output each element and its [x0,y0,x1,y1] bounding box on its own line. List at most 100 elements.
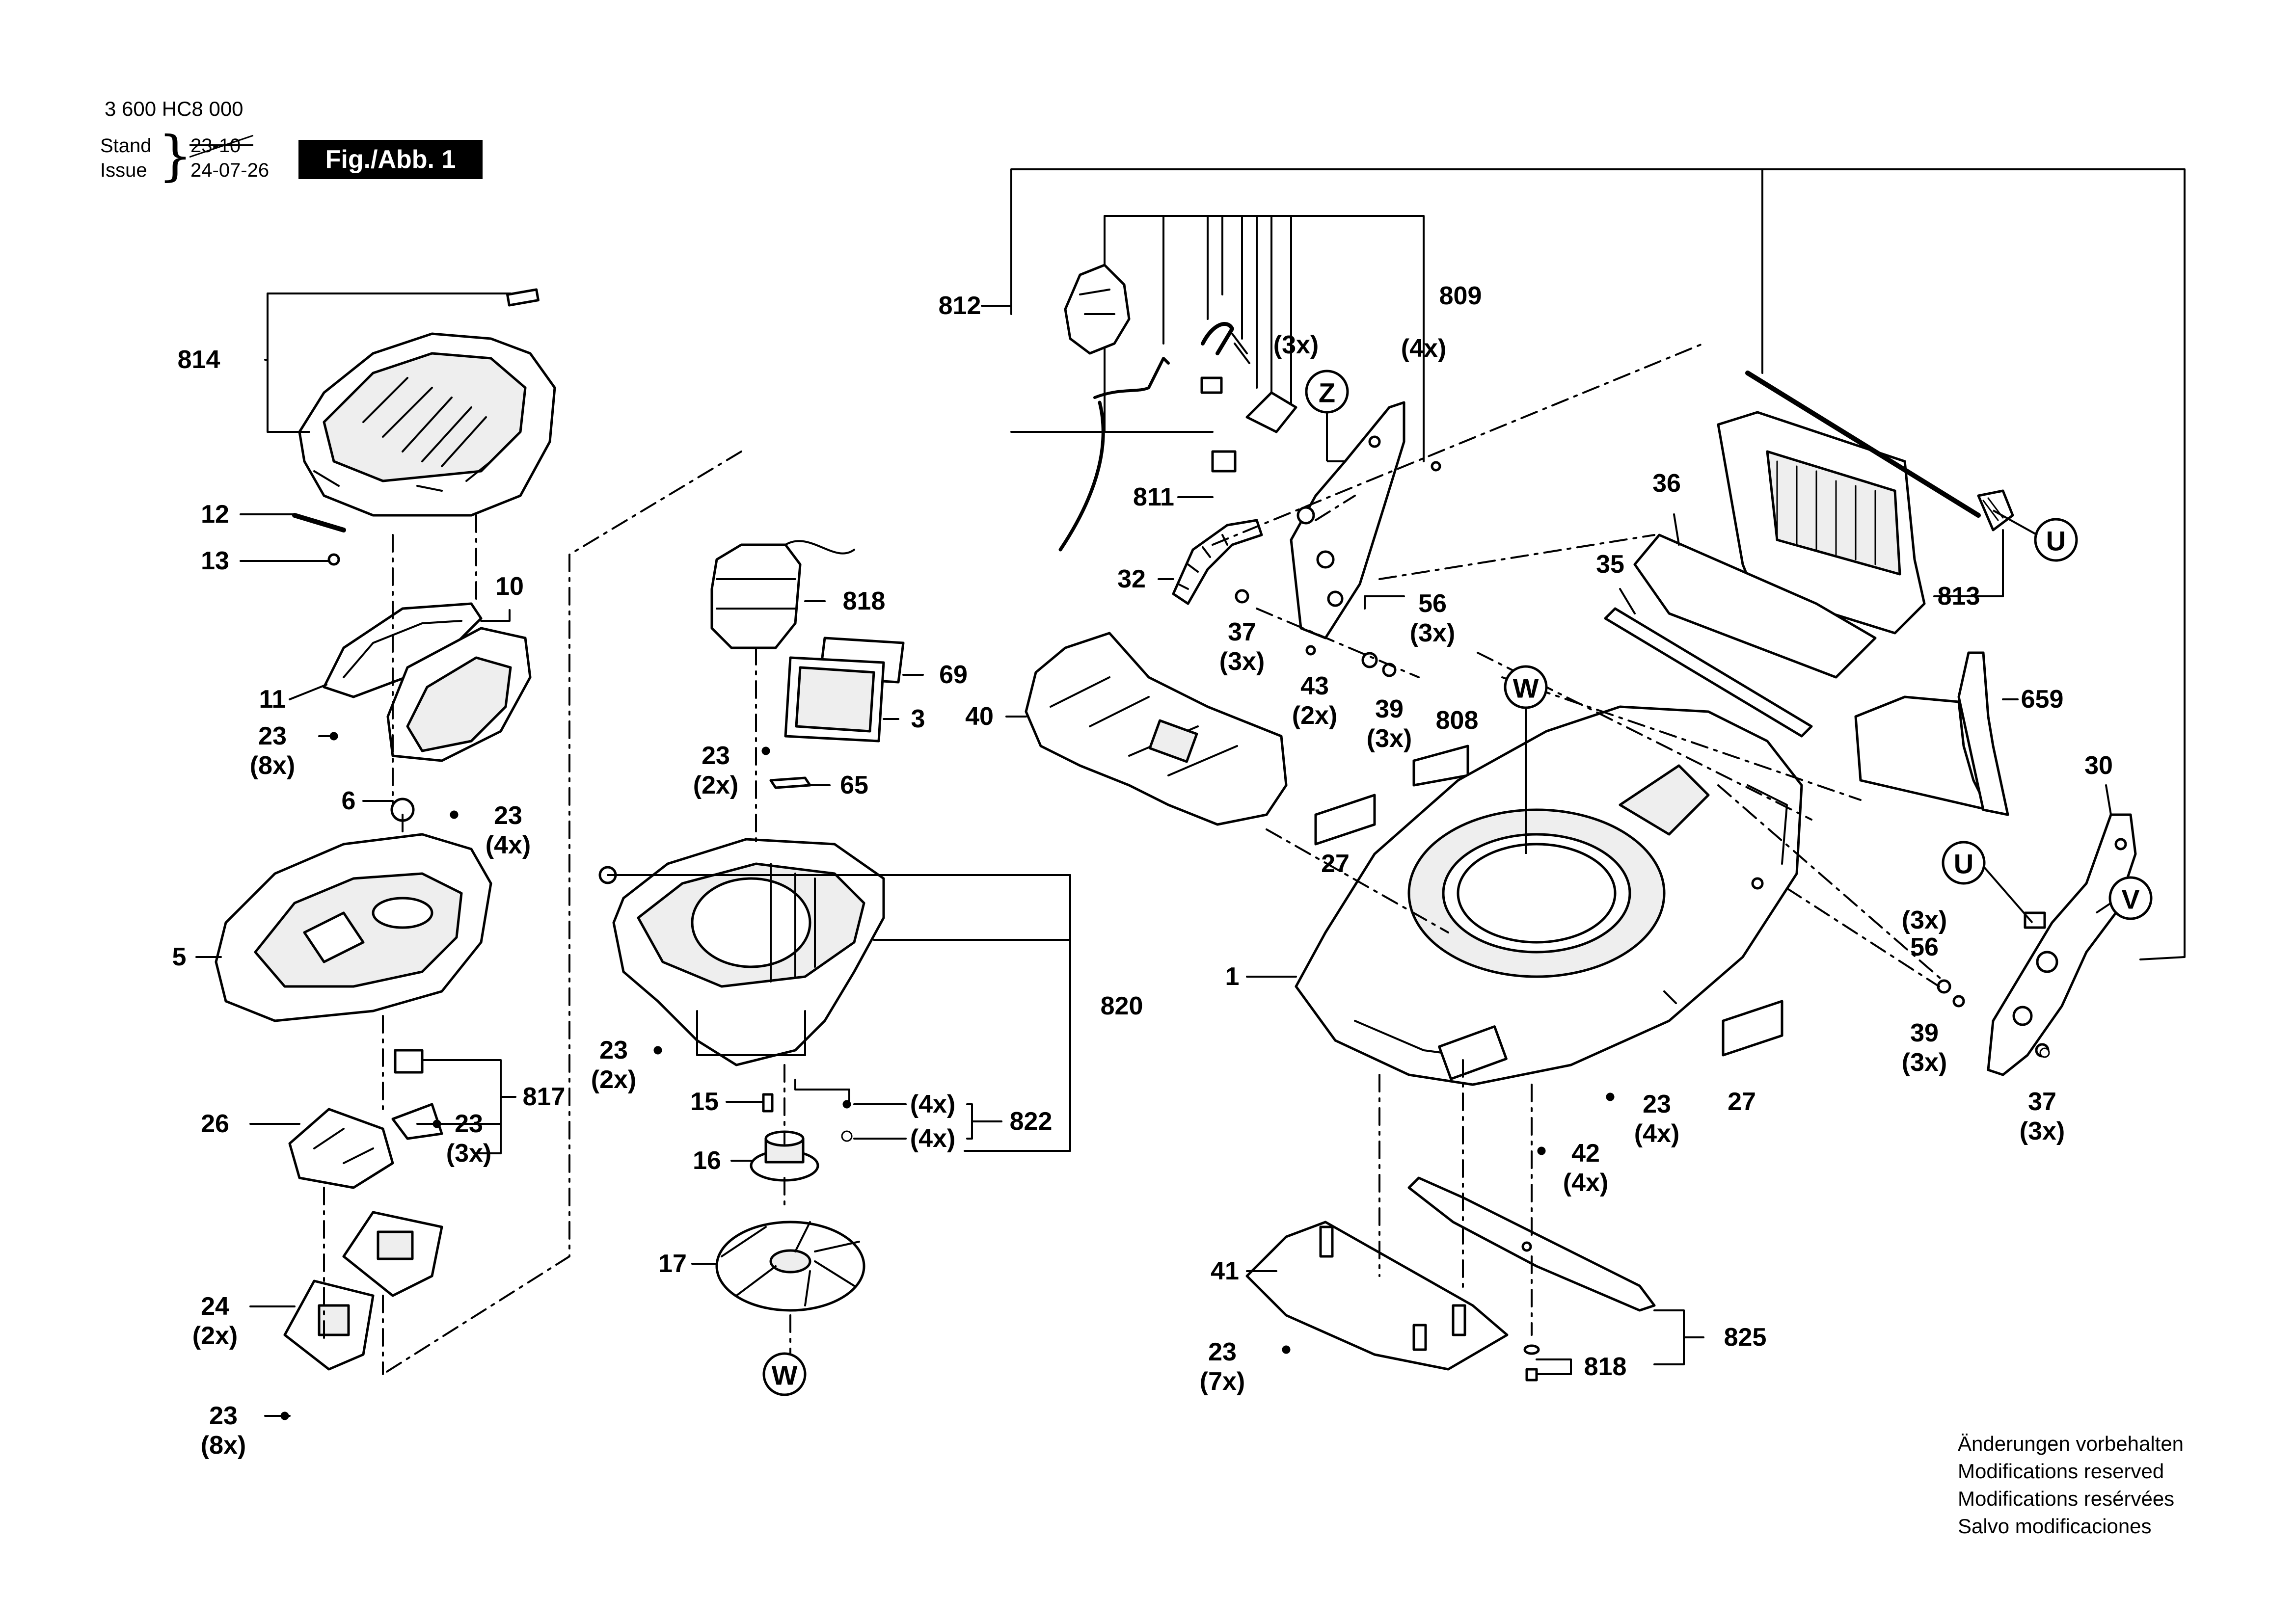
notice-line-es: Salvo modificaciones [1958,1515,2152,1538]
seal-65 [769,776,811,789]
motor-housing-820 [598,838,885,1066]
document-number: 3 600 HC8 000 [105,97,243,120]
marker-u-2: U [1954,849,1973,879]
callout-11: 11 [259,685,286,714]
callout-17: 17 [658,1250,687,1278]
callout-35: 35 [1596,550,1624,579]
deflector-36 [1633,533,1877,679]
motor-818 [710,540,855,649]
screw-washers [1235,461,1441,677]
leader-lines [195,293,2112,1417]
flap-659 [1854,651,2009,816]
callout-23-h: 23 [1208,1338,1237,1366]
callout-23-c: 23 [455,1110,483,1138]
callout-809-qty-b: (4x) [1401,334,1446,363]
callout-40: 40 [965,702,994,731]
marker-v-circle [2108,876,2153,920]
callout-26: 26 [201,1110,229,1138]
pin-15 [762,1093,774,1113]
callout-32: 32 [1117,565,1146,593]
callout-818: 818 [843,587,886,615]
callout-817: 817 [523,1083,566,1111]
callout-39-a: 39 [1375,695,1404,723]
callout-36: 36 [1652,469,1681,498]
fan-17 [715,1221,865,1312]
callout-822-qty-a: (4x) [910,1090,955,1118]
callout-811: 811 [1133,483,1174,511]
callout-23-d: 23 [209,1402,238,1430]
handle-bracket-809 [1245,391,1405,639]
grass-bag-frame-813 [1717,371,2014,635]
callout-23-b: 23 [494,801,522,830]
callout-6: 6 [342,787,356,815]
marker-w-2: W [772,1360,798,1391]
callout-23-e-qty: (2x) [693,771,738,799]
air-duct-40 [1025,632,1288,826]
callout-825: 825 [1724,1323,1767,1352]
callout-37-a-qty: (3x) [1219,647,1265,676]
brace-symbol: } [158,124,192,187]
stand-label: Stand [100,135,152,157]
callout-69: 69 [939,661,968,689]
callout-5: 5 [172,943,187,971]
figure-badge: Fig./Abb. 1 [298,140,483,179]
callout-809: 809 [1439,282,1482,310]
motor-housing-lower [215,798,492,1022]
modification-notice: Änderungen vorbehalten Modifications res… [1958,1430,2184,1540]
callout-812: 812 [939,292,981,320]
callout-24-qty: (2x) [192,1322,238,1350]
callout-65: 65 [840,771,868,799]
callout-813: 813 [1938,582,1980,611]
callout-37-a: 37 [1228,618,1256,646]
callout-16: 16 [693,1146,721,1175]
marker-z: Z [1319,377,1335,408]
callout-10: 10 [495,572,524,601]
callout-30: 30 [2084,751,2113,780]
filter-frame-3 [784,656,885,743]
switch-part-817 [391,1049,443,1140]
label-sticker-27 [1314,794,1783,1057]
issue-date: 24-07-26 [190,160,270,181]
right-guide-lines [1212,343,1945,1336]
cover-label-strip [292,513,346,566]
callout-42-qty: (4x) [1563,1169,1608,1197]
callout-23-f-qty: (2x) [591,1065,636,1094]
callout-814: 814 [178,346,220,374]
callout-39-b-qty: (3x) [1902,1048,1947,1077]
notice-line-de: Änderungen vorbehalten [1958,1432,2184,1455]
marker-u-circle-2 [1942,841,1986,885]
callout-12: 12 [201,500,229,529]
notice-line-fr: Modifications resérvées [1958,1487,2175,1510]
mower-deck-1 [1295,705,1803,1086]
callout-23-f: 23 [599,1036,628,1064]
callout-3: 3 [911,705,925,733]
marker-u: U [2046,526,2066,557]
gear-segment-32 [1172,519,1263,605]
callout-56-b: 56 [1910,933,1939,961]
callout-23-a-qty: (8x) [250,751,295,780]
mount-plate-24 [283,1279,375,1371]
screw-symbols [280,732,2050,1420]
callout-818-b: 818 [1584,1353,1627,1381]
callout-24: 24 [201,1292,229,1321]
handle-frame-line [1010,168,2186,960]
callout-39-b: 39 [1910,1019,1939,1047]
callout-23-e: 23 [702,742,730,770]
callout-27-a: 27 [1321,850,1350,878]
callout-37-b-qty: (3x) [2020,1117,2065,1145]
callout-23-a: 23 [258,722,287,750]
callout-808: 808 [1436,706,1479,735]
callout-23-c-qty: (3x) [446,1139,491,1168]
marker-w: W [1513,673,1539,704]
callout-820: 820 [1101,992,1143,1020]
center-guide-lines [755,647,791,1360]
callout-43-qty: (2x) [1292,701,1337,730]
callout-42: 42 [1571,1139,1600,1168]
callout-23-d-qty: (8x) [201,1431,246,1460]
callout-809-qty-a: (3x) [1273,331,1319,359]
notice-line-en: Modifications reserved [1958,1460,2164,1483]
bottom-plate-41 [1245,1221,1509,1371]
callout-37-b: 37 [2028,1088,2056,1116]
marker-u-circle [2034,518,2078,562]
callout-56-a: 56 [1418,589,1447,618]
